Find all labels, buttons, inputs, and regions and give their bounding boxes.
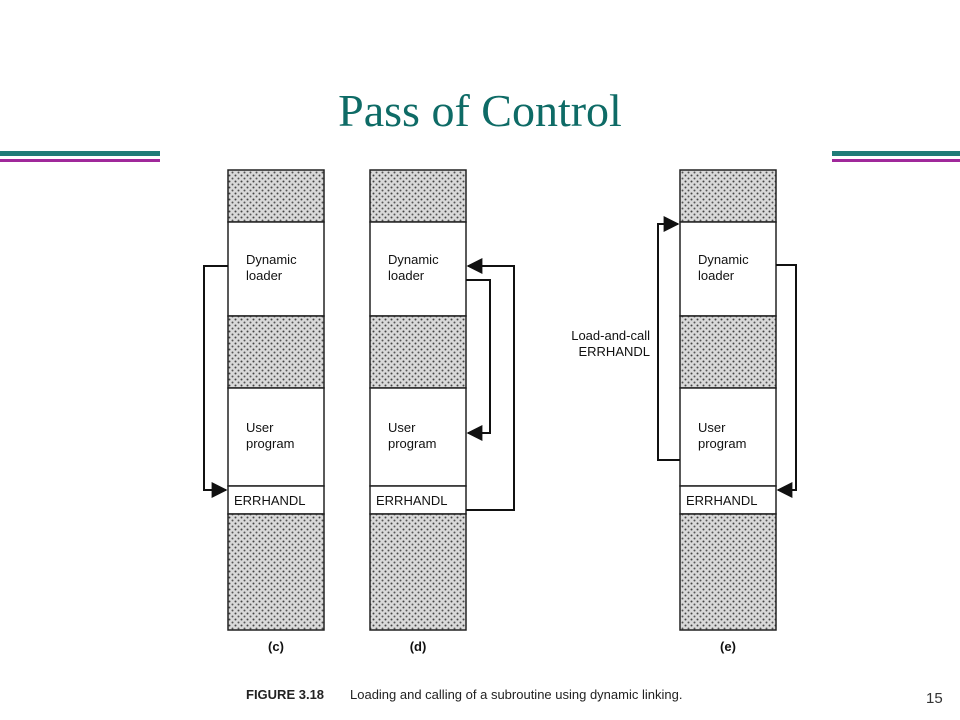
left-rule-teal bbox=[0, 151, 160, 156]
memory-filled-block bbox=[369, 315, 467, 389]
dynamic-loader-block bbox=[227, 221, 325, 317]
user-program-block bbox=[369, 387, 467, 487]
arrow-d-errhandl-to-loader bbox=[466, 258, 515, 511]
user-program-block bbox=[679, 387, 777, 487]
arrow-c-loader-to-errhandl bbox=[203, 265, 228, 498]
memory-filled-block bbox=[227, 169, 325, 223]
arrow-e-loader-to-errhandl bbox=[776, 264, 797, 498]
memory-filled-block bbox=[227, 315, 325, 389]
right-rule-magenta bbox=[832, 159, 960, 162]
user-program-block bbox=[227, 387, 325, 487]
column-label-c: (c) bbox=[268, 639, 284, 654]
page-number: 15 bbox=[926, 690, 943, 707]
figure-label: FIGURE 3.18 bbox=[246, 687, 325, 702]
arrow-d-loader-to-user bbox=[466, 279, 491, 441]
errhandl-label: ERRHANDL bbox=[686, 493, 758, 508]
dynamic-loader-block bbox=[679, 221, 777, 317]
errhandl-label: ERRHANDL bbox=[376, 493, 448, 508]
memory-filled-block bbox=[369, 513, 467, 631]
right-rule-teal bbox=[832, 151, 960, 156]
errhandl-label: ERRHANDL bbox=[234, 493, 306, 508]
slide-title: Pass of Control bbox=[338, 85, 622, 136]
dynamic-loader-block bbox=[369, 221, 467, 317]
column-label-d: (d) bbox=[410, 639, 427, 654]
memory-filled-block bbox=[369, 169, 467, 223]
memory-filled-block bbox=[679, 315, 777, 389]
errhandl-block bbox=[679, 485, 777, 515]
figure-caption: Loading and calling of a subroutine usin… bbox=[350, 687, 683, 702]
errhandl-block bbox=[227, 485, 325, 515]
errhandl-block bbox=[369, 485, 467, 515]
memory-filled-block bbox=[679, 513, 777, 631]
memory-filled-block bbox=[227, 513, 325, 631]
column-label-e: (e) bbox=[720, 639, 736, 654]
arrow-e-user-to-loader bbox=[657, 216, 680, 461]
left-rule-magenta bbox=[0, 159, 160, 162]
memory-filled-block bbox=[679, 169, 777, 223]
